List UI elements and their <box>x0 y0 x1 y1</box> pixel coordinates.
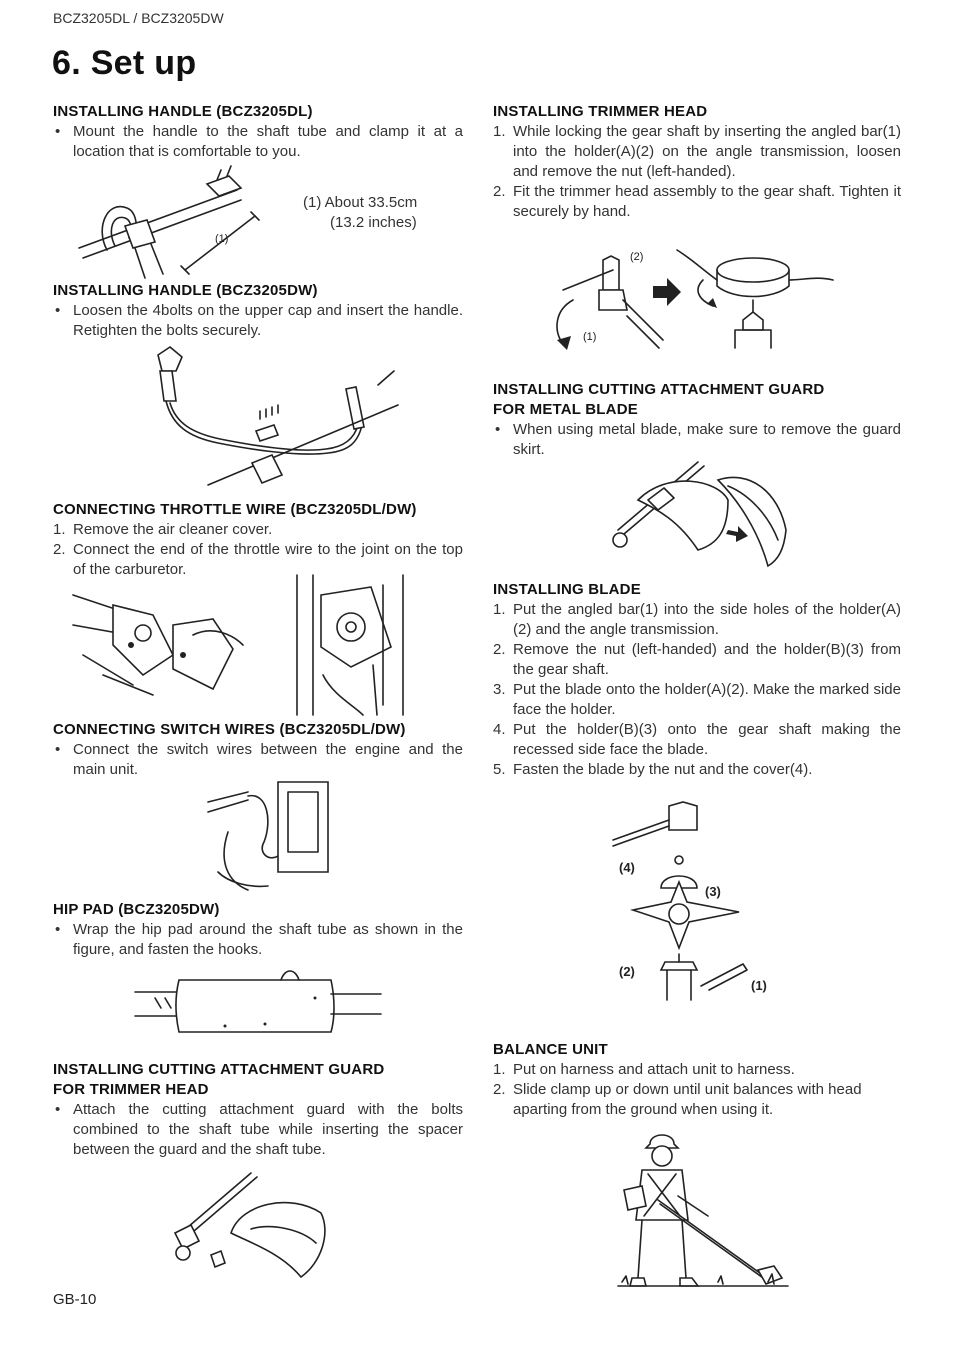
switch-figure <box>207 781 329 891</box>
section-switch: CONNECTING SWITCH WIRES (BCZ3205DL/DW) C… <box>53 720 463 780</box>
throttle-figure-2 <box>296 574 404 716</box>
fig-label-2: (2) <box>619 964 635 979</box>
fig-label-2: (2) <box>630 251 643 263</box>
section-heading-line2: FOR TRIMMER HEAD <box>53 1081 209 1098</box>
section-hip-pad: HIP PAD (BCZ3205DW) Wrap the hip pad aro… <box>53 900 463 960</box>
guard-metal-figure <box>612 461 787 568</box>
guard-trimmer-figure <box>173 1172 326 1279</box>
model-number: BCZ3205DL / BCZ3205DW <box>53 10 224 26</box>
bullet-text: Attach the cutting attachment guard with… <box>53 1100 463 1160</box>
section-throttle: CONNECTING THROTTLE WIRE (BCZ3205DL/DW) … <box>53 500 463 580</box>
balance-figure <box>617 1134 789 1287</box>
fig-label-1: (1) <box>751 978 767 993</box>
step-item: 2.Slide clamp up or down until unit bala… <box>493 1081 862 1118</box>
step-item: 1.Put on harness and attach unit to harn… <box>493 1061 795 1078</box>
section-heading: INSTALLING TRIMMER HEAD <box>493 103 708 120</box>
fig-label-4: (4) <box>619 860 635 875</box>
section-trimmer-head: INSTALLING TRIMMER HEAD 1.While locking … <box>493 102 901 222</box>
step-item: 1.While locking the gear shaft by insert… <box>493 123 901 180</box>
handle-dl-figure: (1) <box>78 165 260 279</box>
bullet-text: Loosen the 4bolts on the upper cap and i… <box>53 301 463 341</box>
section-heading: INSTALLING HANDLE (BCZ3205DW) <box>53 282 318 299</box>
step-item: 1.Remove the air cleaner cover. <box>53 521 273 538</box>
step-item: 3.Put the blade onto the holder(A)(2). M… <box>493 681 901 718</box>
section-balance: BALANCE UNIT 1.Put on harness and attach… <box>493 1040 901 1120</box>
step-item: 5.Fasten the blade by the nut and the co… <box>493 761 813 778</box>
step-item: 2.Remove the nut (left-handed) and the h… <box>493 641 901 678</box>
section-guard-trimmer: INSTALLING CUTTING ATTACHMENT GUARD FOR … <box>53 1060 463 1160</box>
section-blade: INSTALLING BLADE 1.Put the angled bar(1)… <box>493 580 901 780</box>
section-heading: BALANCE UNIT <box>493 1041 608 1058</box>
section-heading-line2: FOR METAL BLADE <box>493 401 638 418</box>
section-handle-dl: INSTALLING HANDLE (BCZ3205DL) Mount the … <box>53 102 463 162</box>
section-heading: INSTALLING HANDLE (BCZ3205DL) <box>53 103 313 120</box>
bullet-text: Connect the switch wires between the eng… <box>53 740 463 780</box>
fig-label-1: (1) <box>583 331 596 343</box>
figure-caption-line2: (13.2 inches) <box>330 214 417 231</box>
section-heading: CONNECTING SWITCH WIRES (BCZ3205DL/DW) <box>53 721 406 738</box>
section-heading-line1: INSTALLING CUTTING ATTACHMENT GUARD <box>493 381 825 398</box>
bullet-text: Mount the handle to the shaft tube and c… <box>53 122 463 162</box>
section-heading: CONNECTING THROTTLE WIRE (BCZ3205DL/DW) <box>53 501 417 518</box>
section-heading-line1: INSTALLING CUTTING ATTACHMENT GUARD <box>53 1061 385 1078</box>
throttle-figure-1 <box>72 594 244 696</box>
step-item: 2.Connect the end of the throttle wire t… <box>53 541 463 578</box>
page-number: GB-10 <box>53 1291 97 1308</box>
page-title: 6. Set up <box>52 44 197 82</box>
step-item: 2.Fit the trimmer head assembly to the g… <box>493 183 901 220</box>
step-item: 4.Put the holder(B)(3) onto the gear sha… <box>493 721 901 758</box>
trimmer-head-figure: (2) (1) <box>556 249 834 350</box>
blade-figure: (2) (4) (3) (1) <box>612 801 767 1001</box>
section-heading: INSTALLING BLADE <box>493 581 641 598</box>
fig-label: (1) <box>215 233 228 245</box>
bullet-text: Wrap the hip pad around the shaft tube a… <box>53 920 463 960</box>
figure-caption-line1: (1) About 33.5cm <box>303 194 418 211</box>
handle-dw-figure <box>157 346 399 486</box>
section-heading: HIP PAD (BCZ3205DW) <box>53 901 220 918</box>
hip-pad-figure <box>134 970 382 1033</box>
section-handle-dw: INSTALLING HANDLE (BCZ3205DW) Loosen the… <box>53 281 463 341</box>
fig-label-3: (3) <box>705 884 721 899</box>
step-item: 1.Put the angled bar(1) into the side ho… <box>493 601 901 638</box>
bullet-text: When using metal blade, make sure to rem… <box>493 420 901 460</box>
section-guard-metal: INSTALLING CUTTING ATTACHMENT GUARD FOR … <box>493 380 901 460</box>
